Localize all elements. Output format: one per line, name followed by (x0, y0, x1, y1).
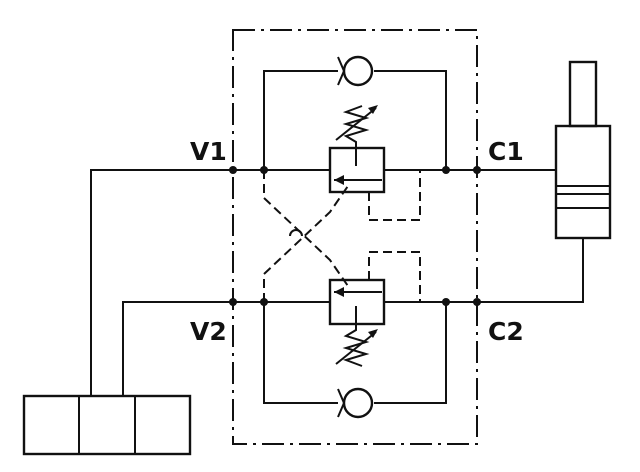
lower-pilot-line (368, 251, 421, 302)
lower-spring-icon (335, 324, 378, 367)
hydraulic-cylinder (554, 60, 612, 240)
directional-control-valve (22, 394, 192, 456)
port-label-v1: V1 (190, 137, 227, 166)
v1-supply-line (90, 169, 233, 396)
junction-dots (229, 166, 481, 306)
port-label-c1: C1 (488, 137, 524, 166)
top-bypass-right (374, 70, 447, 170)
upper-counterbalance-valve (328, 146, 386, 194)
upper-pilot-line (368, 170, 421, 221)
pilot-crossover-hop (289, 229, 303, 237)
top-check-valve (337, 55, 374, 87)
lower-counterbalance-valve (328, 278, 386, 326)
bottom-bypass-right (374, 302, 447, 404)
bottom-check-valve (337, 387, 374, 419)
bottom-bypass-left (263, 302, 338, 404)
valve-block-boundary (232, 29, 478, 445)
port-label-c2: C2 (488, 317, 524, 346)
pilot-cross-line-b (263, 185, 349, 302)
v2-supply-line (122, 301, 233, 396)
pilot-cross-line-a (263, 170, 349, 287)
top-bypass-left (263, 70, 338, 170)
upper-spring-icon (335, 105, 378, 148)
port-label-v2: V2 (190, 317, 227, 346)
c2-cylinder-line (477, 238, 584, 303)
